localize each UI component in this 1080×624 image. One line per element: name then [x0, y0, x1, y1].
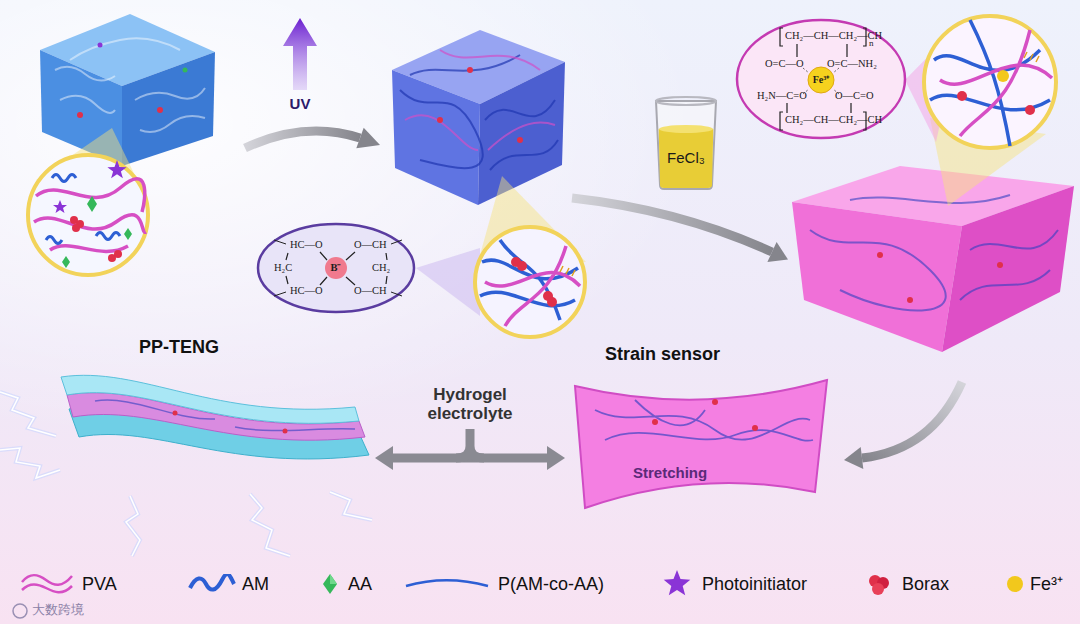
device-heading: PP-TENG [139, 337, 219, 358]
precursor-gel [40, 14, 215, 166]
legend-sample [660, 569, 694, 599]
legend-sample [866, 572, 892, 596]
chem-formula: O—C=O [835, 90, 874, 102]
legend-text: AA [348, 574, 372, 595]
legend-text: Photoinitiator [702, 574, 807, 595]
arrow-stem [456, 429, 484, 458]
zoom-cone [416, 248, 480, 316]
arrow-head [547, 446, 565, 470]
chem-formula: H₂C [274, 262, 292, 274]
legend-sample [188, 574, 236, 594]
uv-label: UV [290, 95, 311, 112]
chem-formula: CH₂—CH—CH₂—CH [785, 114, 882, 126]
chem-formula: H₂N—C=O [757, 90, 807, 102]
iron-crosslinked-gel [792, 166, 1074, 352]
teng-device: PP-TENG [55, 335, 375, 487]
legend-text: Borax [902, 574, 949, 595]
zoom-circle [475, 227, 585, 337]
legend-sample [20, 572, 74, 596]
watermark: 大数跨境 [32, 603, 84, 618]
edge-label: Hydrogel electrolyte [405, 385, 535, 424]
chem-formula: O=C—NH₂ [827, 58, 877, 70]
chem-formula: O—CH [354, 285, 387, 297]
chem-formula: CH₂ [372, 262, 390, 274]
reagent-beaker: FeCl₃ [650, 95, 722, 191]
chem-formula: O—CH [354, 239, 387, 251]
chem-formula: B⁻ [330, 262, 341, 274]
chem-formula: n [869, 38, 874, 48]
reagent-label: FeCl₃ [667, 149, 705, 166]
node-outline [565, 340, 835, 516]
watermark-logo [13, 604, 27, 618]
process-arrow [572, 198, 788, 262]
strain-sensor-sheet: Strain sensorStretching [565, 340, 835, 516]
chem-formula: O=C—O [765, 58, 804, 70]
double-arrow [375, 429, 565, 470]
node-outline [650, 95, 722, 191]
chem-formula: HC—O [290, 239, 323, 251]
coordination-callout: CH₂—CH—CH₂—CHnO=C—OO=C—NH₂Fe³⁺H₂N—C=OO—C… [735, 18, 907, 140]
action-label: Stretching [633, 464, 707, 481]
process-arrow [844, 382, 962, 469]
legend-sample [404, 574, 490, 594]
process-arrow [245, 128, 380, 149]
legend-text: AM [242, 574, 269, 595]
node-outline [55, 335, 375, 487]
legend-text: P(AM-co-AA) [498, 574, 604, 595]
legend-sample [322, 573, 338, 595]
chem-formula: Fe³⁺ [813, 74, 830, 86]
device-heading: Strain sensor [605, 344, 720, 365]
legend-text: PVA [82, 574, 117, 595]
legend-text: Fe³⁺ [1030, 574, 1063, 595]
chem-formula: CH₂—CH—CH₂—CH [785, 30, 882, 42]
arrow-head [375, 446, 393, 470]
borate-callout: HC—O O—CH H₂C B⁻ CH₂ HC—O O—CH [256, 222, 416, 314]
uv-arrow [283, 18, 317, 90]
legend-sample [1006, 575, 1024, 593]
legend-swatch [1007, 576, 1023, 592]
uv-cured-gel [392, 30, 565, 205]
chem-formula: HC—O [290, 285, 323, 297]
zoom-circle [924, 16, 1056, 148]
zoom-circle [28, 155, 148, 275]
